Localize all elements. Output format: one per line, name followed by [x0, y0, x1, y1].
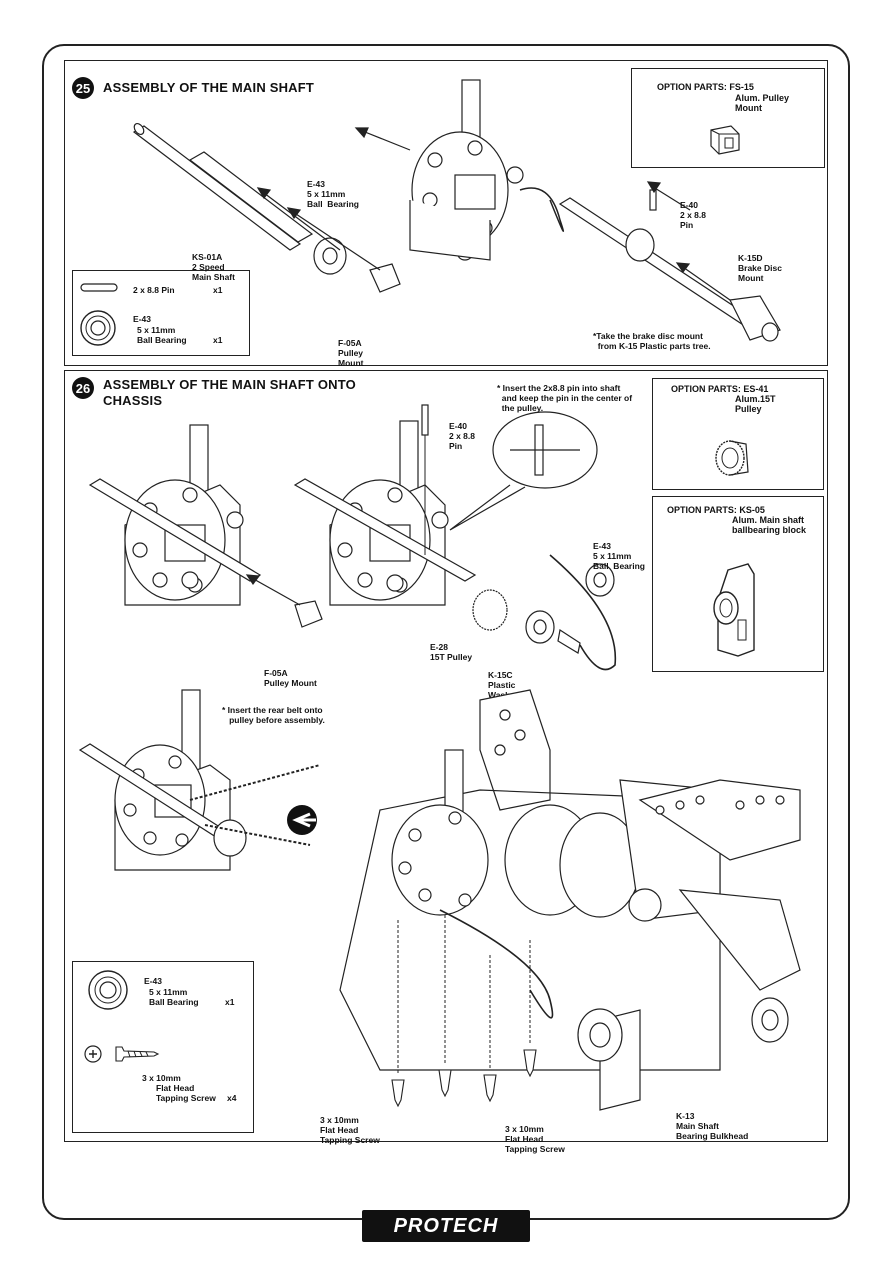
parts26-bearing-size: 5 x 11mm [149, 987, 188, 997]
parts26-bearing-qty: x1 [225, 997, 235, 1007]
step-25-number: 25 [72, 77, 94, 99]
option-es41-line2: Pulley [735, 404, 762, 414]
step-26-title-line2: CHASSIS [103, 393, 163, 408]
option-es41-line1: Alum.15T [735, 394, 776, 404]
main-shaft-drawing [132, 79, 781, 342]
parts25-bearing-code: E-43 [133, 314, 151, 324]
screw-icon [84, 1045, 160, 1063]
bearing-icon [88, 970, 128, 1010]
bearing-icon [80, 310, 116, 346]
option-es41-title: OPTION PARTS: ES-41 [671, 384, 769, 394]
parts25-bearing-qty: x1 [213, 335, 223, 345]
parts26-bearing-code: E-43 [144, 976, 162, 986]
step-25-section [64, 60, 828, 366]
parts25-pin-name: 2 x 8.8 Pin [133, 285, 175, 295]
step-26-section [64, 370, 828, 1142]
pulley-mount-icon [710, 125, 740, 155]
parts25-bearing-name: Ball Bearing [137, 335, 187, 345]
option-ks05-line1: Alum. Main shaft [732, 515, 805, 525]
step-26-title-line1: ASSEMBLY OF THE MAIN SHAFT ONTO [103, 377, 356, 392]
option-fs15-line2: Mount [735, 103, 762, 113]
bearing-block-icon [713, 563, 755, 657]
step-25-title: ASSEMBLY OF THE MAIN SHAFT [103, 80, 315, 95]
parts26-bearing-name: Ball Bearing [149, 997, 199, 1007]
option-fs15-title: OPTION PARTS: FS-15 [657, 82, 754, 92]
parts26-screw-qty: x4 [227, 1093, 237, 1103]
note-25-brake-disc: *Take the brake disc mount from K-15 Pla… [593, 331, 711, 351]
brand-logo: PROTECH [362, 1210, 530, 1242]
shaft-onto-chassis-drawing [88, 404, 617, 671]
option-ks05-title: OPTION PARTS: KS-05 [667, 505, 765, 515]
parts26-screw-name: Tapping Screw [156, 1093, 216, 1103]
chassis-assembly-drawing [78, 689, 801, 1111]
parts25-bearing-size: 5 x 11mm [137, 325, 176, 335]
parts26-screw-size: 3 x 10mm [142, 1073, 181, 1083]
option-ks05-line2: ballbearing block [732, 525, 807, 535]
parts25-pin-qty: x1 [213, 285, 223, 295]
parts26-screw-head: Flat Head [156, 1083, 195, 1093]
pin-icon [80, 283, 118, 292]
step-26-number: 26 [72, 377, 94, 399]
option-fs15-line1: Alum. Pulley [735, 93, 790, 103]
note-26-pin: * Insert the 2x8.8 pin into shaft and ke… [497, 383, 633, 413]
note-26-belt: * Insert the rear belt onto pulley befor… [222, 705, 325, 725]
arrow-icon [287, 805, 317, 835]
pulley-15t-icon [715, 440, 749, 476]
